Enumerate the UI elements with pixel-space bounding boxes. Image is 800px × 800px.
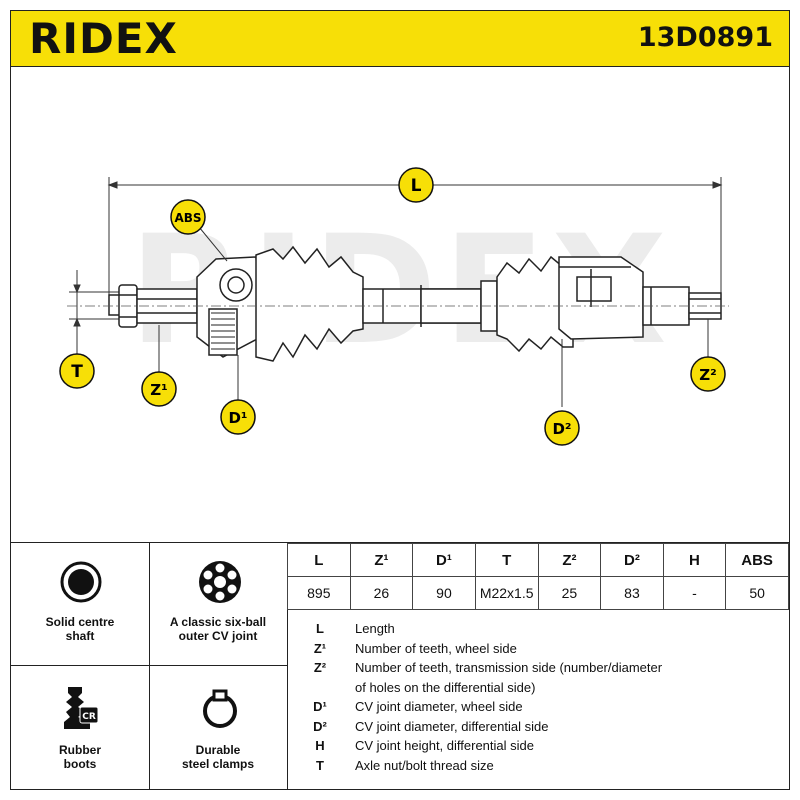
legend-text: of holes on the differential side) [355, 679, 536, 695]
legend-row: T Axle nut/bolt thread size [291, 756, 781, 776]
divider [287, 543, 288, 790]
divider [149, 543, 150, 790]
header-bar: RIDEX 13D0891 [11, 11, 789, 67]
callout-d1: D¹ [220, 399, 256, 435]
legend-row: H CV joint height, differential side [291, 736, 781, 756]
steel-clamp-icon [203, 689, 237, 728]
spec-header: T [474, 543, 539, 577]
feature-line: Rubber [59, 743, 101, 757]
spec-header: L [287, 543, 351, 577]
legend-text: Number of teeth, transmission side (numb… [355, 660, 663, 675]
spec-value: M22x1.5 [474, 576, 539, 610]
legend-text: Length [355, 621, 395, 636]
svg-text:D²: D² [552, 420, 571, 438]
svg-text:ABS: ABS [174, 211, 201, 225]
svg-text:L: L [411, 176, 422, 196]
feature-line: boots [63, 757, 97, 771]
spec-value: 895 [287, 576, 351, 610]
legend-symbol: T [316, 757, 324, 773]
spec-header: D² [600, 543, 664, 577]
feature-line: Solid centre [45, 615, 115, 629]
legend-text: CV joint height, differential side [355, 738, 534, 753]
feature-line: outer CV joint [178, 629, 258, 643]
legend: L Length Z¹ Number of teeth, wheel side … [291, 619, 781, 775]
spec-value: 90 [412, 576, 476, 610]
brand-logo: RIDEX [29, 14, 178, 63]
legend-symbol: L [316, 621, 324, 636]
feature-line: steel clamps [181, 757, 255, 771]
cr-badge: CR [82, 712, 96, 722]
svg-text:D¹: D¹ [228, 409, 247, 427]
spec-value: - [662, 576, 727, 610]
feature-solid-shaft: Solid centre shaft [11, 615, 149, 643]
info-section: Solid centre shaft A classic six-ball ou… [11, 542, 789, 790]
legend-row: Z² Number of teeth, transmission side (n… [291, 658, 781, 678]
spec-value: 25 [537, 576, 602, 610]
spec-value-row: 895 26 90 M22x1.5 25 83 - 50 [287, 576, 789, 610]
sheet-frame [10, 10, 790, 790]
solid-centre-shaft-icon [60, 561, 102, 603]
legend-symbol: H [315, 738, 325, 753]
legend-text: CV joint diameter, wheel side [355, 699, 523, 714]
legend-row: L Length [291, 619, 781, 639]
legend-row: D² CV joint diameter, differential side [291, 717, 781, 737]
legend-symbol: D² [313, 718, 327, 734]
spec-header: H [662, 543, 727, 577]
spec-table: L Z¹ D¹ T Z² D² H ABS 895 26 90 M22x1.5 … [287, 543, 789, 610]
divider [11, 665, 287, 666]
thread-dimension [69, 270, 123, 367]
legend-row: Z¹ Number of teeth, wheel side [291, 639, 781, 659]
feature-steel-clamps: Durable steel clamps [149, 743, 287, 771]
six-ball-cv-joint-icon [199, 561, 241, 603]
spec-value: 26 [349, 576, 414, 610]
legend-symbol: Z¹ [313, 640, 327, 656]
leader-lines [158, 226, 709, 407]
legend-row: of holes on the differential side) [291, 678, 781, 698]
rubber-boot-icon: CR [64, 687, 99, 729]
drive-shaft-diagram: RIDEX [59, 167, 729, 446]
feature-line: shaft [65, 629, 95, 643]
spec-header: ABS [725, 543, 789, 577]
callout-t: T [59, 353, 95, 389]
legend-row: D¹ CV joint diameter, wheel side [291, 697, 781, 717]
callout-z1: Z¹ [141, 371, 177, 407]
callout-l: L [398, 167, 434, 203]
spec-header: Z¹ [349, 543, 414, 577]
spec-header: Z² [537, 543, 602, 577]
legend-text: Number of teeth, wheel side [355, 640, 517, 656]
callout-z2: Z² [690, 356, 726, 392]
svg-text:Z²: Z² [699, 366, 716, 384]
feature-line: Durable [195, 743, 241, 757]
legend-text: Axle nut/bolt thread size [355, 757, 494, 773]
part-number: 13D0891 [637, 22, 773, 53]
legend-symbol: D¹ [313, 699, 327, 714]
spec-value: 50 [725, 576, 789, 610]
feature-line: A classic six-ball [169, 615, 267, 629]
spec-header-row: L Z¹ D¹ T Z² D² H ABS [287, 543, 789, 577]
callout-abs: ABS [170, 199, 206, 235]
svg-text:Z¹: Z¹ [150, 381, 167, 399]
legend-text: CV joint diameter, differential side [355, 718, 549, 734]
legend-symbol: Z² [313, 660, 327, 675]
spec-header: D¹ [412, 543, 476, 577]
spec-value: 83 [600, 576, 664, 610]
callout-d2: D² [544, 410, 580, 446]
svg-text:T: T [71, 362, 83, 382]
feature-rubber-boots: Rubber boots [11, 743, 149, 771]
feature-six-ball: A classic six-ball outer CV joint [149, 615, 287, 643]
